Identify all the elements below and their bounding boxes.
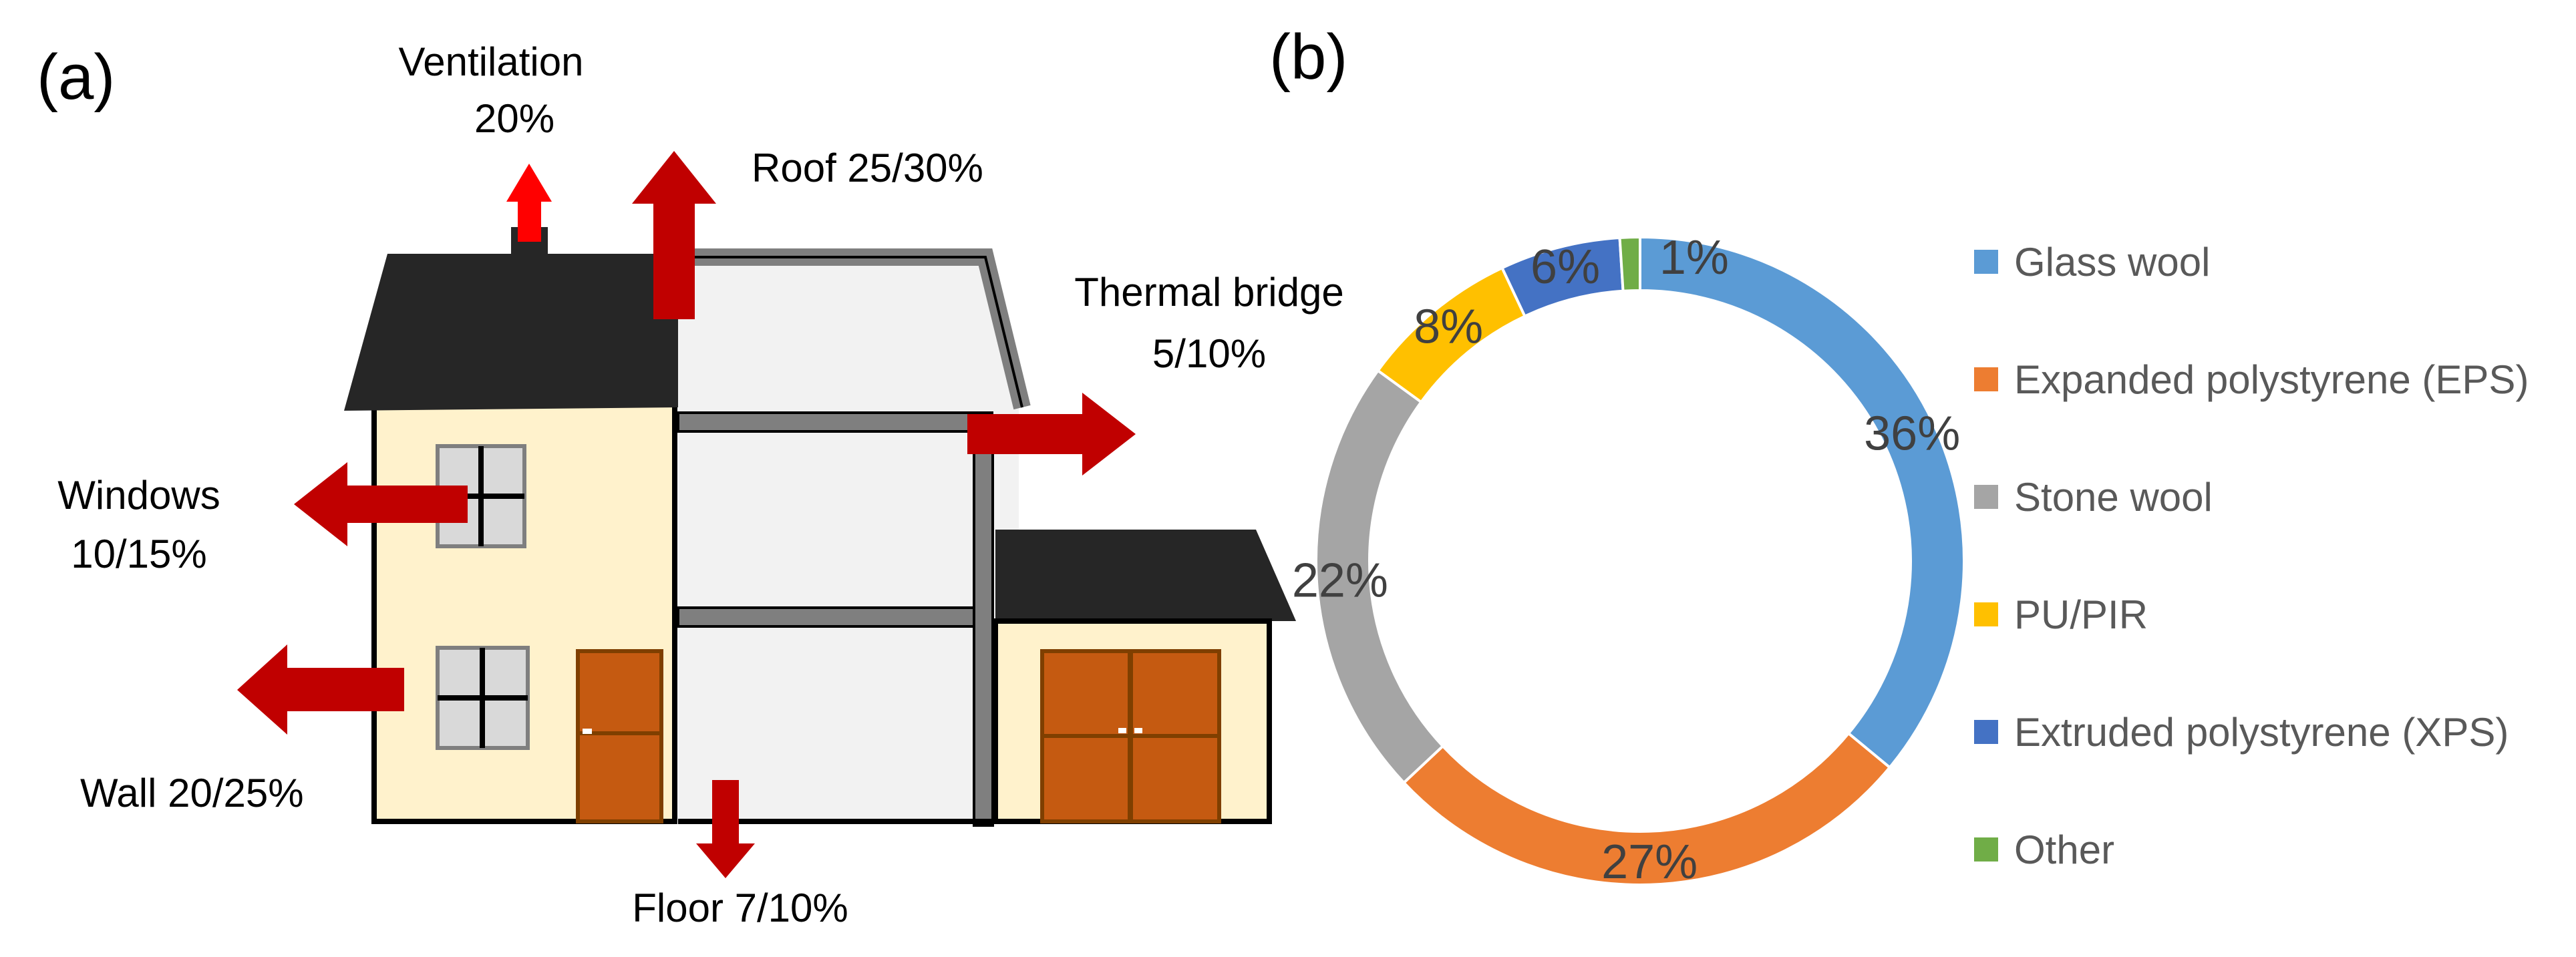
wall-label: Wall 20/25%	[80, 771, 304, 815]
ventilation-label: Ventilation	[399, 39, 584, 84]
lower-floor-slab	[677, 606, 993, 628]
donut-chart	[1315, 235, 1965, 886]
slice-label-glass-wool: 36%	[1864, 407, 1960, 460]
left-house-roof	[344, 254, 678, 411]
legend-label-other: Other	[2014, 827, 2114, 872]
front-door	[576, 649, 663, 823]
slice-label-expanded-polystyrene-eps: 27%	[1601, 835, 1698, 889]
slice-label-extruded-polystyrene-xps: 6%	[1531, 240, 1600, 294]
middle-roof-outline	[678, 256, 1023, 408]
slice-label-stone-wool: 22%	[1292, 554, 1388, 607]
floor-arrow	[696, 780, 755, 878]
windows-label: Windows	[57, 473, 220, 518]
garage-door	[1040, 649, 1221, 823]
roof-arrow	[632, 151, 716, 319]
legend-swatch-other	[1974, 837, 1998, 862]
house-diagram: (a)	[37, 39, 1344, 930]
ventilation-pct-label: 20%	[474, 96, 554, 141]
legend-swatch-glass-wool	[1974, 250, 1998, 274]
thermal-bridge-arrow	[967, 393, 1136, 475]
upper-floor-slab	[677, 411, 993, 433]
legend-label-expanded-polystyrene-eps: Expanded polystyrene (EPS)	[2014, 357, 2529, 402]
garage-roof	[995, 530, 1296, 621]
windows-pct-label: 10/15%	[71, 532, 207, 576]
legend-label-glass-wool: Glass wool	[2014, 240, 2210, 284]
floor-label: Floor 7/10%	[632, 886, 848, 930]
wall-arrow	[237, 644, 404, 735]
slice-label-other: 1%	[1659, 231, 1729, 284]
slice-glass-wool	[1639, 235, 1965, 769]
slice-label-pu-pir: 8%	[1414, 300, 1483, 353]
legend-swatch-extruded-polystyrene-xps	[1974, 720, 1998, 744]
thermal-bridge-pct-label: 5/10%	[1152, 331, 1266, 376]
thermal-bridge-label: Thermal bridge	[1074, 270, 1344, 315]
slice-labels: 36% 27% 22% 8% 6% 1%	[1292, 231, 1960, 889]
panel-a-letter: (a)	[37, 41, 115, 113]
roof-label: Roof 25/30%	[752, 146, 983, 190]
legend-swatch-stone-wool	[1974, 485, 1998, 509]
legend-label-pu-pir: PU/PIR	[2014, 592, 2148, 637]
legend-swatch-expanded-polystyrene-eps	[1974, 367, 1998, 391]
middle-interior	[678, 264, 1019, 821]
slice-other	[1618, 235, 1641, 293]
middle-right-wall	[973, 430, 994, 827]
legend-label-stone-wool: Stone wool	[2014, 475, 2213, 520]
legend-label-extruded-polystyrene-xps: Extruded polystyrene (XPS)	[2014, 710, 2509, 755]
windows-arrow	[294, 462, 468, 546]
legend-swatch-pu-pir	[1974, 602, 1998, 626]
ventilation-arrow	[506, 164, 552, 242]
panel-b-letter: (b)	[1269, 21, 1347, 93]
lower-window	[436, 646, 530, 750]
